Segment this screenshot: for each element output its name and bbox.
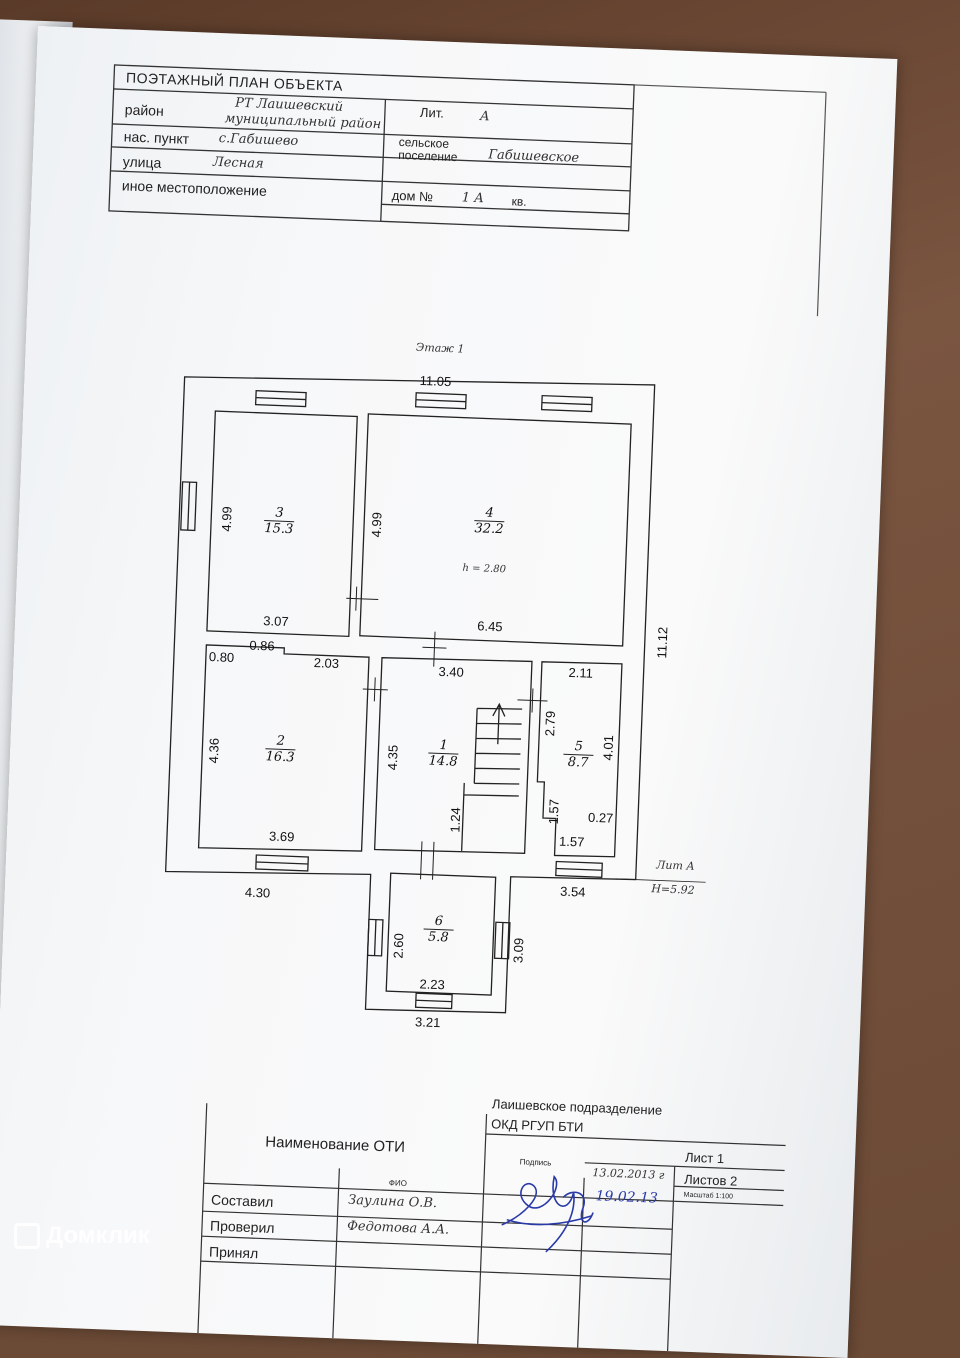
- floor-plan: [164, 376, 706, 1014]
- footer-table-lines: [197, 1103, 786, 1352]
- sostavil-label: Составил: [210, 1191, 274, 1210]
- windows: [180, 389, 603, 1010]
- outer-wall: [164, 376, 656, 1014]
- room-4-outline: [359, 413, 632, 647]
- domclick-house-icon: [14, 1223, 40, 1249]
- lit-leader-line: [615, 878, 706, 883]
- room-5-outline: [536, 661, 623, 858]
- prinyal-label: Принял: [208, 1243, 259, 1262]
- room-6-outline: [385, 872, 497, 996]
- sheet-label: Лист 1: [684, 1149, 725, 1167]
- document-sheet: ПОЭТАЖНЫЙ ПЛАН ОБЪЕКТА Лит. А район РТ Л…: [0, 26, 898, 1358]
- room-3-outline: [206, 410, 358, 638]
- sheets-label: Листов 2: [683, 1171, 738, 1189]
- date-signed: 19.02.13: [595, 1188, 659, 1207]
- fio-label: ФИО: [388, 1178, 408, 1189]
- room-2-outline: [197, 644, 370, 852]
- stair-arrow-icon: [492, 702, 506, 745]
- domclick-watermark: Домклик: [14, 1222, 150, 1250]
- doors: [346, 586, 548, 880]
- header-table-lines: [108, 64, 827, 319]
- handwritten-signature: [501, 1174, 594, 1253]
- watermark-text: Домклик: [46, 1222, 150, 1249]
- proveril-label: Проверил: [209, 1217, 275, 1236]
- room-1-outline: [373, 657, 533, 854]
